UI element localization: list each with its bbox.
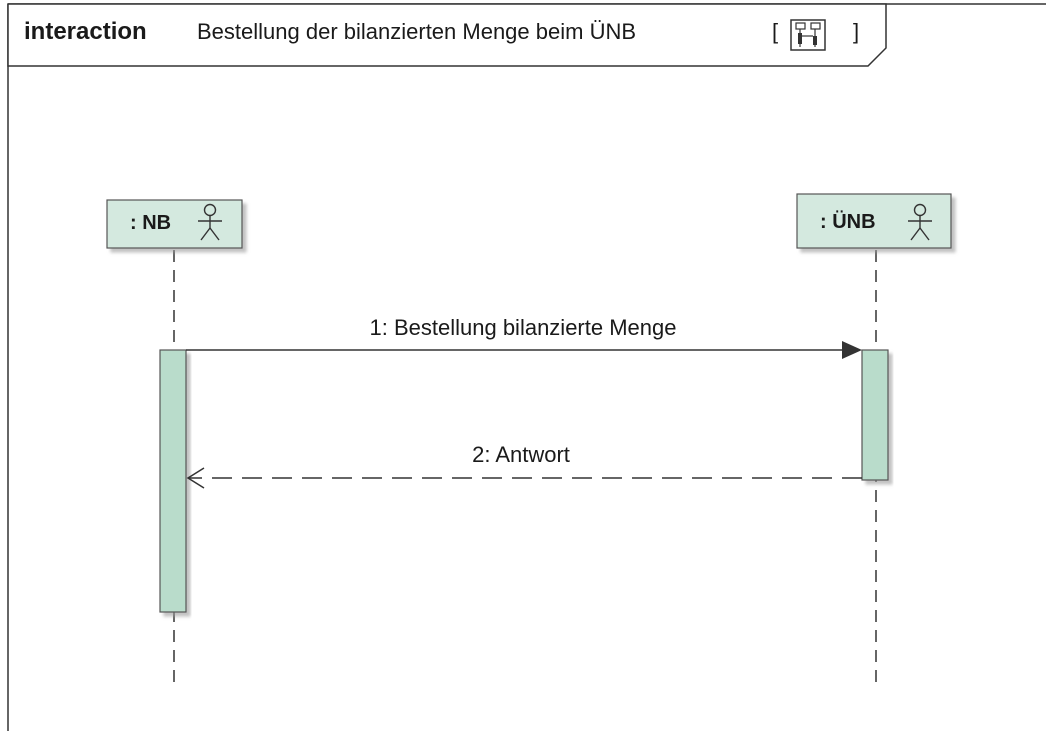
- lifeline-nb-head: [106, 199, 243, 249]
- message-1-label: 1: Bestellung bilanzierte Menge: [370, 315, 677, 340]
- lifeline-nb-label: : NB: [130, 212, 171, 234]
- interaction-frame: interaction Bestellung der bilanzierten …: [7, 3, 1046, 731]
- filled-arrowhead-icon: [842, 341, 862, 359]
- frame-keyword: interaction: [24, 18, 147, 45]
- actor-icon: [198, 203, 222, 241]
- open-arrowhead-icon: [186, 467, 205, 489]
- lifeline-nb: : NB: [106, 199, 243, 690]
- frame-open-bracket: [: [772, 19, 778, 44]
- frame-title: Bestellung der bilanzierten Menge beim Ü…: [197, 19, 636, 44]
- actor-icon: [908, 203, 932, 241]
- activation-bar-nb: [159, 349, 187, 613]
- frame-name-tab: [7, 3, 887, 67]
- message-2: 2: Antwort: [186, 442, 862, 489]
- sequence-diagram-icon: [790, 19, 826, 51]
- frame-close-bracket: ]: [853, 19, 859, 44]
- message-1: 1: Bestellung bilanzierte Menge: [186, 315, 862, 359]
- message-2-label: 2: Antwort: [472, 442, 570, 467]
- activation-bar-uenb: [861, 349, 889, 481]
- lifeline-uenb: : ÜNB: [796, 193, 952, 690]
- lifeline-uenb-label: : ÜNB: [820, 210, 876, 233]
